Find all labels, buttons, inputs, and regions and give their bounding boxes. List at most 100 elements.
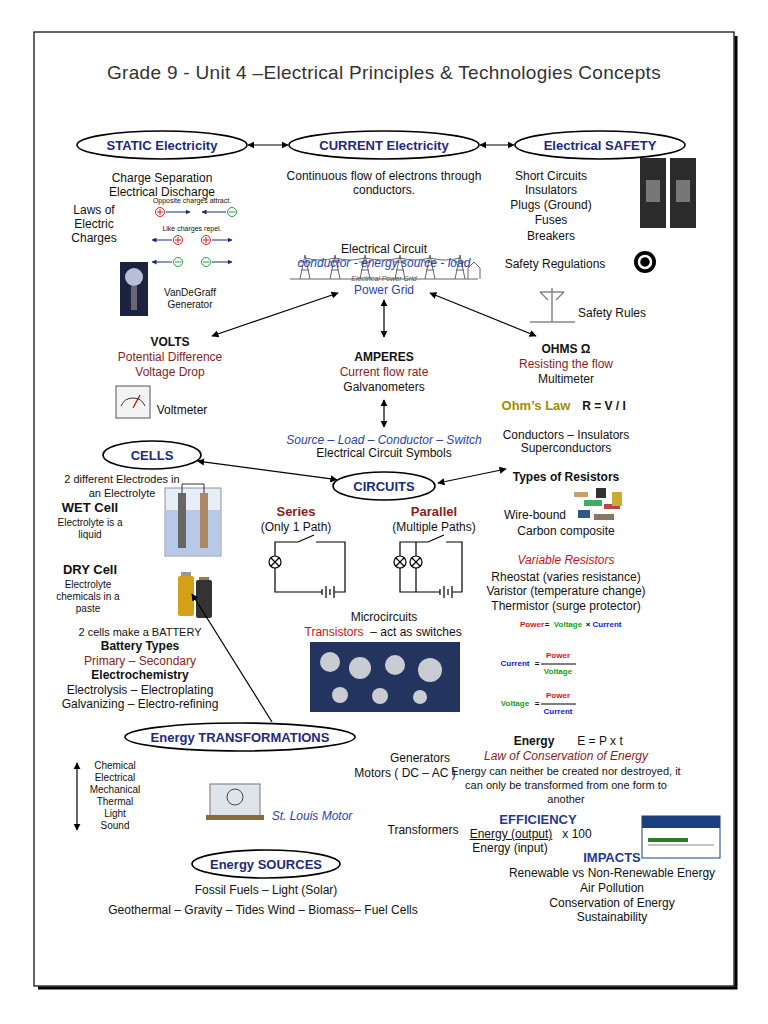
series-circuit-symbol: [275, 535, 345, 598]
concept-oval: CIRCUITS: [332, 471, 436, 501]
concept-label: VOLTS: [120, 335, 220, 349]
safety-rules-image: [530, 288, 575, 322]
concept-label: Charge Separation: [82, 171, 242, 185]
concept-label: EFFICIENCY: [488, 813, 588, 827]
charge-law-symbols: [157, 209, 163, 215]
oval-text-area: Energy TRANSFORMATIONS: [124, 722, 356, 752]
concept-label: Law of Conservation of Energy: [456, 749, 676, 763]
parallel-circuit-symbol: [396, 558, 420, 566]
concept-label: Electrolysis – Electroplating: [35, 683, 245, 697]
oval-outline: [125, 723, 355, 751]
resistor-image: [574, 492, 588, 497]
resistor-image: [612, 492, 622, 506]
wet-cell-image: [165, 484, 221, 556]
transistor-image: [385, 655, 405, 675]
series-circuit-symbol: [271, 558, 279, 566]
flow-arrow: [77, 293, 536, 830]
concept-label: Insulators: [491, 183, 611, 197]
oval-outline: [103, 441, 201, 469]
oval-text-area: CELLS: [102, 440, 202, 470]
concept-label: Renewable vs Non-Renewable Energy: [492, 866, 732, 880]
concept-label: conductor - energy source - load: [274, 256, 494, 270]
charge-law-symbols: [152, 240, 172, 241]
concept-label: St. Louis Motor: [262, 809, 362, 823]
charge-law-symbols: [228, 208, 237, 217]
wet-cell-image: [178, 493, 186, 548]
voltmeter-image: [133, 395, 140, 408]
concept-label: 2 different Electrodes in an Electrolyte: [60, 472, 185, 500]
concept-label: =: [532, 659, 542, 669]
page-frame: [38, 36, 736, 988]
concept-label: Microcircuits: [324, 610, 444, 624]
concept-label: VanDeGraff Generator: [154, 287, 226, 311]
concept-label: Light: [80, 808, 150, 820]
concept-label: =: [532, 699, 542, 709]
charge-law-symbols: [212, 240, 232, 241]
concept-label: Voltage: [551, 620, 585, 630]
concept-label: Conservation of Energy: [512, 896, 712, 910]
concept-label: Electrical Circuit Symbols: [284, 446, 484, 460]
concept-label: 2 cells make a BATTERY: [55, 625, 225, 639]
oval-outline: [192, 850, 340, 878]
transistor-image: [349, 657, 371, 679]
parallel-circuit-symbol: [394, 535, 462, 598]
concept-oval: Energy TRANSFORMATIONS: [124, 722, 356, 752]
breaker-image: [670, 158, 696, 228]
oval-text-area: CIRCUITS: [332, 471, 436, 501]
oval-text-area: Energy SOURCES: [191, 849, 341, 879]
concept-label: Varistor (temperature change): [456, 584, 676, 598]
concept-label: Wire-bound: [495, 508, 575, 522]
concept-label: Sustainability: [512, 910, 712, 924]
dry-cell-image: [178, 576, 194, 616]
concept-label: Motors ( DC – AC ): [340, 766, 470, 780]
concept-label: Opposite charges attract.: [132, 197, 252, 205]
resistor-image: [584, 500, 602, 506]
charge-law-symbols: [212, 262, 232, 263]
concept-label: Ohm’s Law: [491, 399, 581, 413]
oval-heading: CIRCUITS: [353, 479, 414, 494]
concept-label: Conductors – Insulators: [476, 428, 656, 442]
wet-cell-image: [166, 510, 220, 555]
concept-label: – act as switches: [361, 625, 471, 639]
concept-label: Fuses: [491, 213, 611, 227]
page-frame: [34, 32, 734, 986]
energuide-image: [642, 816, 720, 858]
charge-law-symbols: [202, 236, 211, 245]
concept-label: Electrolyte is a liquid: [55, 517, 125, 541]
energuide-image: [642, 816, 720, 828]
van-de-graaff-image: [120, 262, 148, 316]
concept-label: Types of Resistors: [486, 470, 646, 484]
charge-law-symbols: [203, 262, 209, 263]
concept-label: Current: [540, 707, 576, 717]
oval-text-area: CURRENT Electricity: [288, 130, 480, 160]
concept-label: Transformers: [373, 823, 473, 837]
energuide-image: [642, 816, 720, 858]
concept-label: Potential Difference: [90, 350, 250, 364]
fraction-bar: [541, 664, 576, 704]
concept-label: Transistors: [299, 625, 369, 639]
resistor-image: [578, 510, 590, 518]
concept-label: Resisting the flow: [496, 357, 636, 371]
concept-label: Electrochemistry: [55, 668, 225, 682]
concept-oval: Electrical SAFETY: [514, 130, 686, 160]
concept-label: Superconductors: [476, 441, 656, 455]
concept-label: Voltage Drop: [90, 365, 250, 379]
concept-label: Energy (input): [465, 841, 555, 855]
dry-cell-image: [178, 572, 212, 618]
concept-label: Current flow rate: [314, 365, 454, 379]
concept-oval: STATIC Electricity: [76, 130, 248, 160]
transistor-image: [372, 688, 388, 704]
charge-law-symbols: [166, 212, 190, 213]
transistor-image: [310, 642, 460, 712]
concept-label: ×: [583, 620, 593, 630]
concept-label: Voltage: [497, 699, 533, 709]
concept-oval: Energy SOURCES: [191, 849, 341, 879]
concept-label: Short Circuits: [491, 169, 611, 183]
concept-label: Current: [590, 620, 624, 630]
concept-label: E = P x t: [565, 734, 635, 748]
wet-cell-image: [182, 484, 204, 493]
concept-label: Voltmeter: [147, 403, 217, 417]
